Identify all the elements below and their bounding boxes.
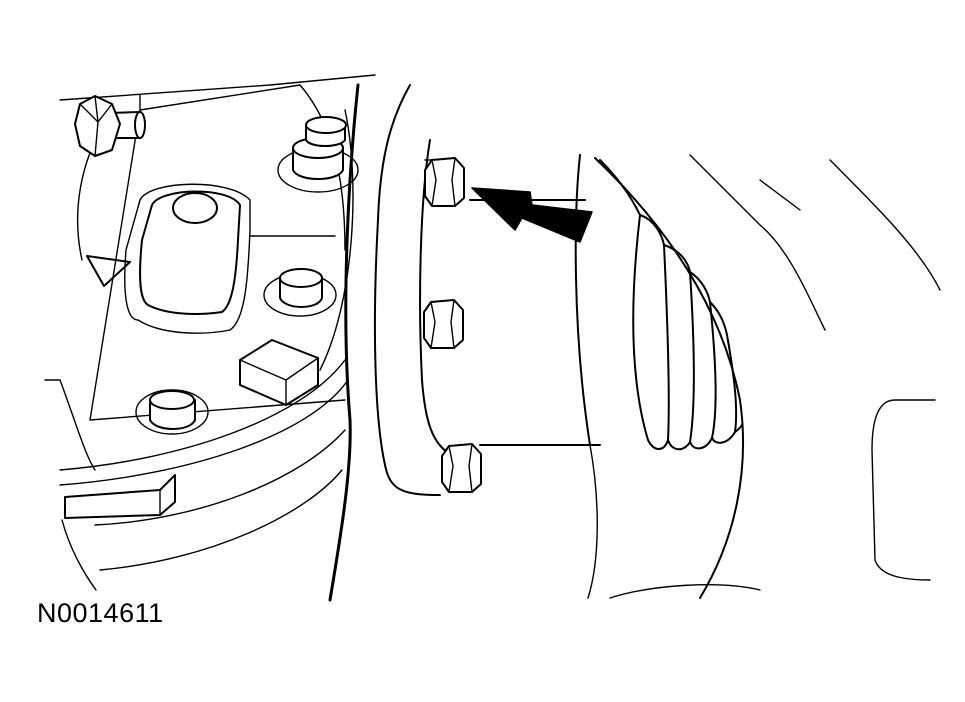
- flange-bolt-upper: [424, 157, 465, 207]
- arrow-pointing-to-upper-bolt-icon: [471, 187, 593, 243]
- hex-nut-upper-left: [74, 95, 146, 157]
- cover-bolt-1: [277, 137, 359, 193]
- cover-bolt-2: [305, 116, 347, 147]
- axle-shaft-boss: [124, 183, 251, 334]
- locking-tab-lower: [64, 474, 176, 519]
- halfshaft-flange: [373, 84, 453, 496]
- cover-bolt-4: [135, 389, 209, 435]
- locking-tab-upper: [239, 339, 319, 406]
- figure-label: N0014611: [37, 598, 164, 628]
- cover-bolt-3: [263, 268, 337, 317]
- flange-bolt-lower: [441, 443, 482, 493]
- flange-bolt-middle: [423, 299, 464, 349]
- background-contour: [689, 154, 826, 331]
- cv-boot: [587, 157, 745, 599]
- alignment-mark-icon: [86, 255, 131, 287]
- differential-housing: [44, 74, 376, 591]
- housing-split-edge: [328, 83, 360, 602]
